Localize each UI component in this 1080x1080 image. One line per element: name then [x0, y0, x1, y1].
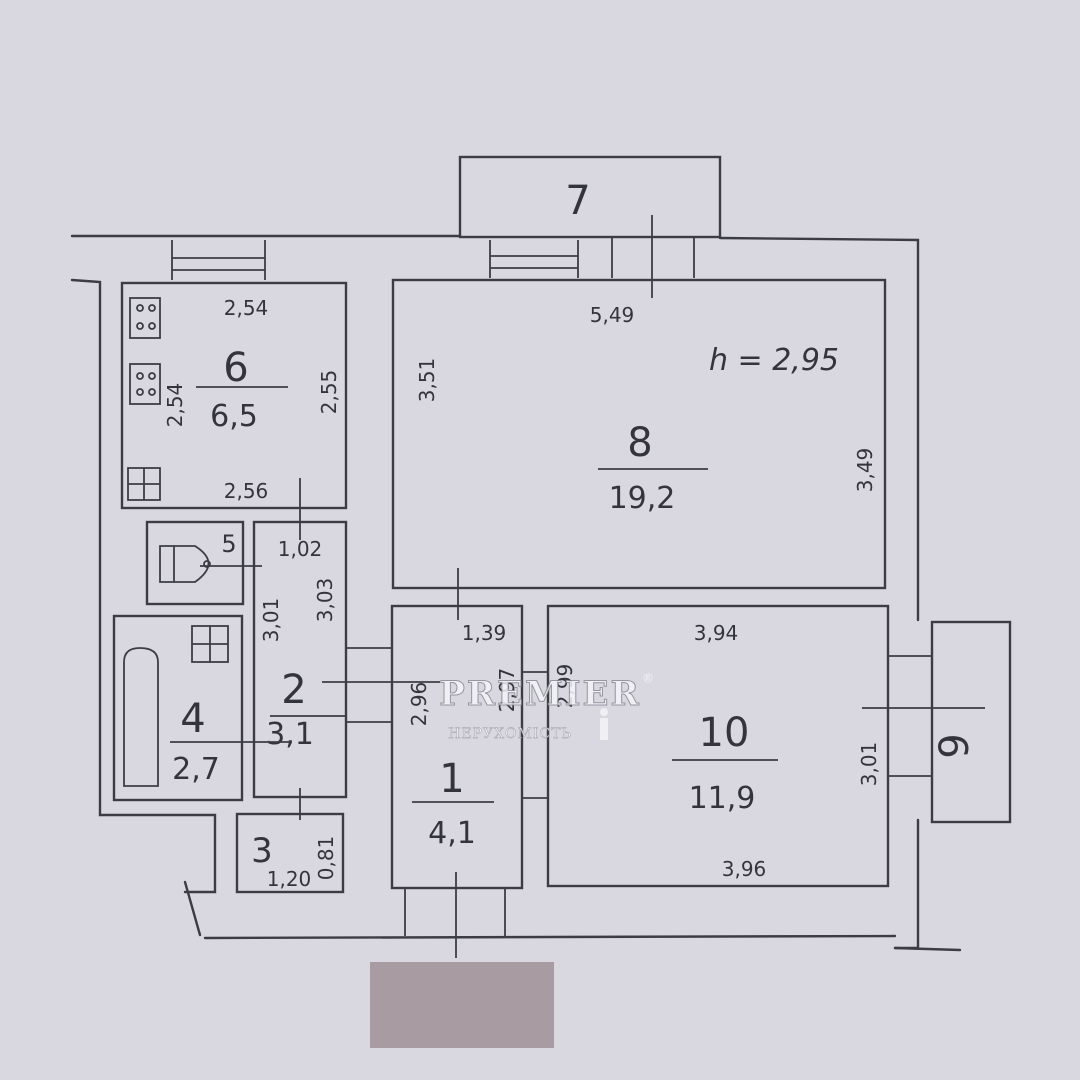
stove-icon	[129, 297, 161, 339]
dim-r3-height: 0,81	[314, 836, 338, 881]
toilet-icon	[159, 545, 210, 583]
room-10: 10 11,9 3,94 3,96 2,99 3,01	[546, 604, 890, 888]
dim-r6-left: 2,54	[163, 383, 187, 428]
dim-r10-top: 3,94	[694, 621, 739, 645]
dim-r10-right: 3,01	[857, 742, 881, 787]
watermark-mark: ®	[642, 671, 654, 685]
room-9: 9	[862, 620, 1012, 824]
watermark-sub: НЕРУХОМІСТЬ	[448, 726, 572, 742]
room-5: 5 1,02	[145, 520, 323, 606]
window-top-room-8	[489, 238, 695, 278]
room-8-area: 19,2	[609, 481, 676, 516]
room-7-number: 7	[565, 178, 590, 224]
redacted-block	[370, 962, 554, 1048]
dim-r6-bottom: 2,56	[224, 479, 269, 503]
dim-r10-left: 2,99	[553, 664, 577, 709]
room-4: 4 2,7	[112, 614, 290, 802]
room-9-number: 9	[932, 733, 978, 758]
room-6: 6 6,5 2,54 2,56 2,54 2,55	[120, 281, 348, 540]
room-3-number: 3	[251, 831, 273, 871]
room-8-number: 8	[627, 420, 652, 466]
dim-r3-width: 1,20	[267, 867, 312, 891]
ceiling-height: h = 2,95	[709, 343, 839, 378]
watermark-brand: PREMIER	[439, 674, 640, 714]
room-2-area: 3,1	[266, 717, 314, 752]
room-1-area: 4,1	[428, 816, 476, 851]
dim-r8-right: 3,49	[853, 448, 877, 493]
room-4-area: 2,7	[172, 752, 220, 787]
dim-r8-left: 3,51	[415, 358, 439, 403]
room-10-area: 11,9	[689, 781, 756, 816]
room-1: 1 4,1 1,39 2,96 2,97	[390, 604, 548, 958]
dim-r1-top: 1,39	[462, 621, 507, 645]
dim-r2-left: 3,01	[259, 598, 283, 643]
dim-r10-bottom: 3,96	[722, 857, 767, 881]
dim-r6-right: 2,55	[317, 370, 341, 415]
room-5-number: 5	[221, 530, 236, 558]
dim-r6-top: 2,54	[224, 296, 269, 320]
dim-r5-width: 1,02	[278, 537, 323, 561]
room-4-number: 4	[180, 696, 205, 742]
outer-walls	[70, 234, 962, 952]
room-8: 8 19,2 h = 2,95 5,49 3,51 3,49	[391, 278, 887, 620]
dim-r1-left: 2,96	[407, 682, 431, 727]
dim-r1-right: 2,97	[495, 668, 519, 713]
room-6-number: 6	[223, 345, 248, 391]
stove-icon-2	[129, 363, 161, 405]
room-1-number: 1	[439, 756, 464, 802]
dim-r8-top: 5,49	[590, 303, 635, 327]
room-7: 7	[458, 155, 722, 298]
bathtub-icon	[123, 647, 159, 787]
watermark-logo: PREMIER ® НЕРУХОМІСТЬ	[439, 671, 654, 742]
watermark-figure-icon	[600, 708, 608, 740]
room-2: 2 3,1 3,01 3,03	[252, 520, 440, 820]
room-6-area: 6,5	[210, 399, 258, 434]
dim-r2-right: 3,03	[313, 578, 337, 623]
room-2-number: 2	[281, 667, 306, 713]
window-top-left	[171, 240, 266, 280]
room-10-number: 10	[699, 710, 750, 756]
room-3: 3 1,20 0,81	[235, 812, 345, 894]
